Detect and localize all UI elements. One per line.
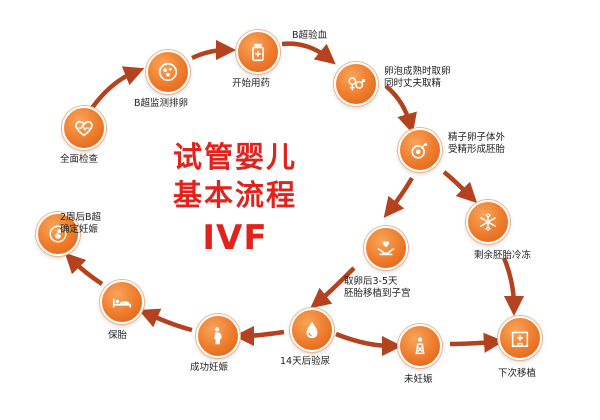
arrow-fertilize-to-freeze	[442, 170, 478, 204]
arrow-transfer-to-urine	[310, 266, 356, 309]
pregnant-icon	[214, 327, 222, 345]
step-transfer	[364, 226, 408, 270]
arrow-fertilize-to-transfer	[383, 176, 414, 218]
title-line-2: 基本流程	[172, 178, 297, 212]
step-pregnant-label: 成功妊娠	[190, 362, 229, 373]
step-urine-test-label: 14天后验尿	[280, 356, 331, 367]
arrow-protect-to-confirm	[64, 252, 104, 286]
sperm-egg-icon	[411, 143, 428, 159]
hands-heart-icon	[377, 241, 395, 256]
not-pregnant-icon	[415, 337, 425, 355]
step-not-pregnant	[398, 324, 442, 368]
step-b-monitor	[146, 50, 190, 94]
bed-rest-icon	[112, 298, 132, 308]
arrow-check-to-monitor	[90, 66, 145, 110]
title-line-3: IVF	[202, 218, 268, 258]
step-confirm-label: 2周后B超 确定妊娠	[60, 212, 102, 235]
ovary-icon	[158, 62, 178, 82]
snowflake-icon	[480, 212, 496, 232]
fetus-icon	[49, 225, 67, 243]
medicine-bottle-icon	[252, 43, 264, 62]
heart-icon	[75, 120, 93, 137]
step-start-meds-label: 开始用药	[232, 78, 271, 89]
arrow-notpregnant-to-next	[449, 332, 505, 353]
step-start-meds	[236, 30, 280, 74]
step-b-monitor-label: B超监测排卵	[134, 98, 189, 109]
step-transfer-label: 取卵后3-5天 胚胎移植到子宫	[344, 276, 411, 299]
arrow-urine-to-pregnant	[233, 325, 285, 347]
arrow-blood-to-retrieve	[384, 84, 417, 134]
arrow-monitor-to-meds	[191, 39, 237, 61]
step-fertilize	[398, 128, 442, 172]
step-protect-label: 保胎	[108, 330, 128, 341]
step-confirm	[36, 212, 80, 256]
drop-icon	[306, 321, 318, 339]
step-not-pregnant-label: 未妊娠	[404, 374, 433, 385]
step-retrieve	[334, 62, 378, 106]
step-protect	[100, 280, 144, 324]
arrow-pregnant-to-protect	[138, 308, 193, 333]
title-line-1: 试管婴儿	[172, 140, 297, 174]
step-fertilize-label: 精子卵子体外 受精形成胚胎	[448, 132, 506, 155]
step-full-check-label: 全面检查	[60, 154, 99, 165]
step-b-blood-label: B超验血	[292, 30, 328, 41]
step-full-check	[62, 106, 106, 150]
step-next-transfer	[498, 316, 542, 360]
gender-symbols-icon	[348, 77, 365, 91]
hospital-icon	[511, 331, 529, 348]
step-freeze-label: 剩余胚胎冷冻	[474, 250, 532, 261]
step-urine-test	[290, 308, 334, 352]
step-freeze	[466, 200, 510, 244]
arrow-meds-to-blood	[281, 41, 336, 65]
arrow-urine-to-notpregnant	[335, 331, 403, 357]
step-retrieve-label: 卵泡成熟时取卵 同时丈夫取精	[384, 66, 451, 89]
arrow-freeze-to-next	[501, 257, 525, 317]
step-next-transfer-label: 下次移植	[498, 368, 537, 379]
step-pregnant	[196, 314, 240, 358]
